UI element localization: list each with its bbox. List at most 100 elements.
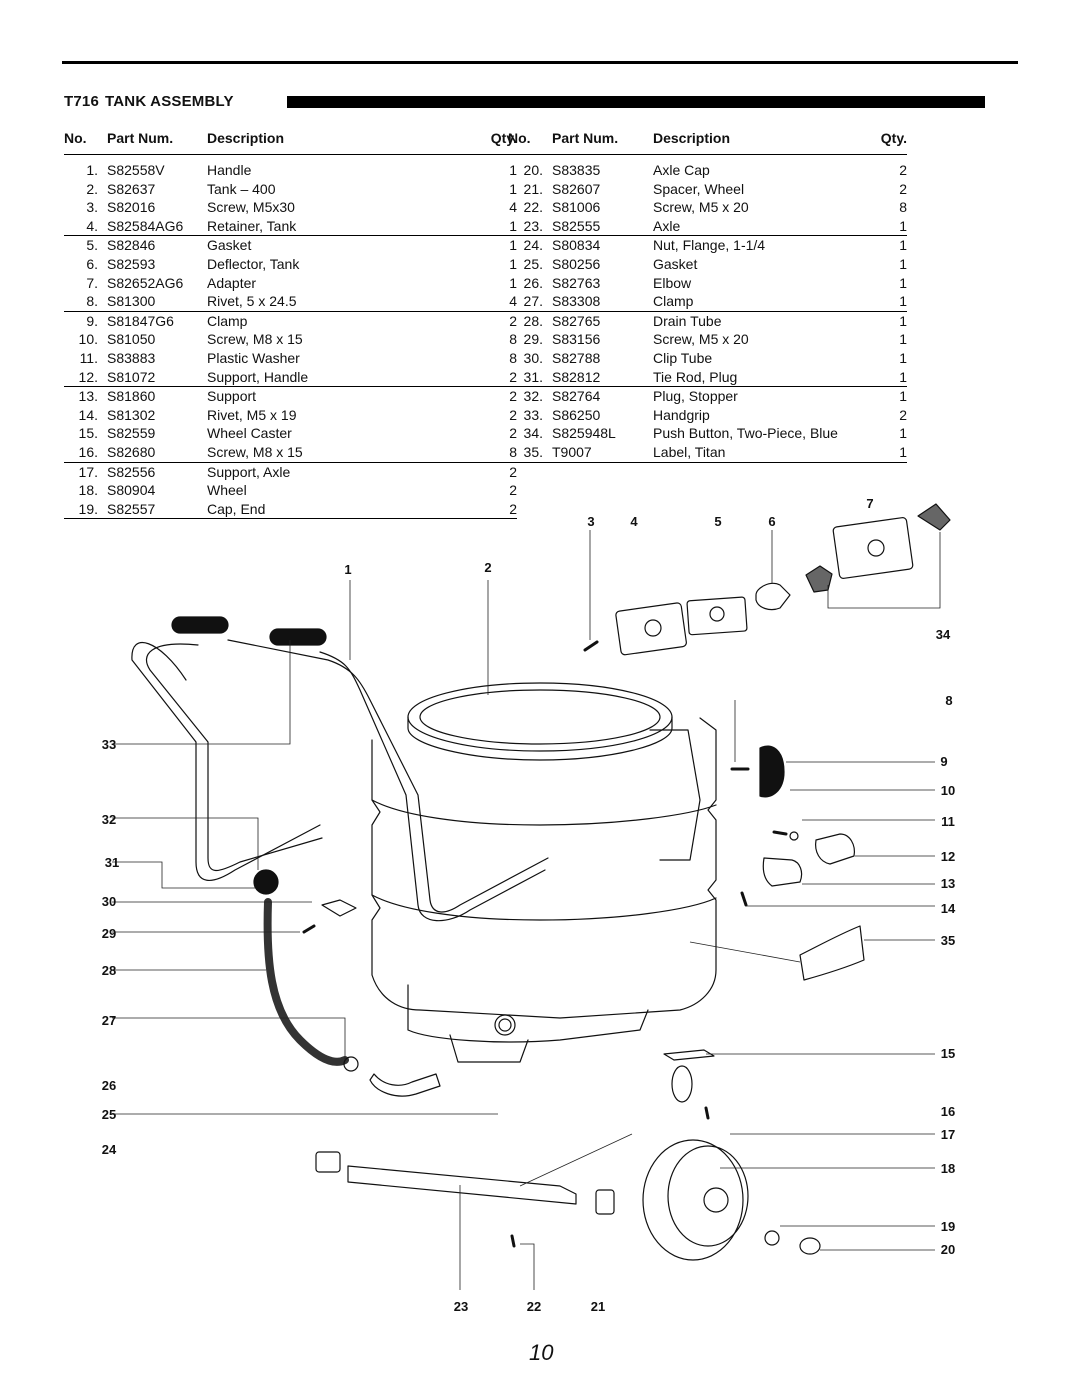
cell-no: 19.: [64, 499, 107, 520]
cell-part: S82556: [107, 463, 156, 480]
handgrip-right-icon: [269, 628, 327, 646]
cell-description: Elbow: [653, 274, 692, 291]
page-number: 10: [529, 1340, 554, 1365]
cell-part: S81302: [107, 406, 156, 423]
callout-label: 2: [484, 560, 491, 575]
tank-rim-icon: [407, 682, 673, 752]
callout-label: 17: [941, 1127, 955, 1142]
cell-description: Rivet, 5 x 24.5: [207, 292, 389, 312]
cell-part: S83308: [552, 292, 653, 312]
drain-port-icon: [494, 1014, 516, 1036]
callout-label: 13: [941, 876, 955, 891]
col-header-no: No.: [64, 126, 107, 155]
hose-clamp-icon: [343, 1056, 359, 1072]
callout-label: 19: [941, 1219, 955, 1234]
cell-no: 1.: [86, 162, 98, 178]
cell-description: Support, Axle: [207, 463, 291, 480]
cell-no: 4.: [64, 216, 107, 237]
cell-description: Spacer, Wheel: [653, 180, 745, 197]
cell-part: S83835: [552, 162, 601, 178]
cell-part: S82788: [552, 349, 601, 366]
cell-qty: 1: [509, 255, 517, 272]
callout-label: 30: [102, 894, 116, 909]
cell-part: S82763: [552, 274, 601, 291]
callout-label: 11: [941, 814, 955, 829]
callout-label: 24: [102, 1142, 117, 1157]
cell-part: S82765: [552, 312, 601, 329]
cell-part: S825948L: [552, 425, 616, 442]
callout-label: 1: [344, 562, 351, 577]
cell-part: S80904: [107, 482, 156, 499]
cell-no: 27.: [508, 292, 552, 312]
cell-qty: 1: [863, 367, 907, 388]
cell-part: S82652AG6: [107, 274, 184, 291]
elbow-icon: [369, 1073, 441, 1097]
title-bar: [287, 96, 985, 108]
cell-description: Screw, M8 x 15: [207, 331, 303, 348]
callout-label: 20: [941, 1242, 955, 1257]
cell-no: 7.: [86, 274, 98, 291]
col-header-qty: Qty.: [863, 126, 907, 155]
cell-part: S80256: [552, 255, 601, 272]
cell-qty: 2: [899, 406, 907, 423]
callout-label: 34: [936, 627, 951, 642]
cell-description: Wheel Caster: [207, 425, 292, 442]
screw-icon: [583, 640, 599, 652]
wheel-icon: [642, 1139, 744, 1261]
callout-label: 4: [630, 514, 638, 529]
cell-no: 15.: [78, 425, 98, 442]
cell-qty: 1: [899, 255, 907, 272]
cell-part: S81300: [107, 292, 207, 312]
cell-no: 24.: [523, 237, 543, 254]
callout-label: 33: [102, 737, 116, 752]
support-icon: [762, 857, 803, 887]
cell-description: Support: [207, 388, 257, 405]
cell-no: 13.: [78, 388, 98, 405]
cell-part: S81860: [107, 388, 156, 405]
cell-description: Axle Cap: [653, 162, 710, 178]
cell-no: 3.: [86, 199, 98, 216]
deflector-tank-icon: [755, 582, 791, 611]
support-handle-icon: [815, 833, 855, 865]
cell-qty: 1: [509, 180, 517, 197]
cell-part: S83156: [552, 331, 601, 348]
cell-description: Screw, M5x30: [207, 199, 295, 216]
cell-no: 21.: [523, 180, 543, 197]
callout-label: 3: [587, 514, 594, 529]
cell-part: S82680: [107, 442, 207, 463]
cell-description: Adapter: [207, 274, 257, 291]
cell-qty: 2: [899, 180, 907, 197]
callout-label: 23: [454, 1299, 468, 1314]
cell-description: Deflector, Tank: [207, 255, 300, 272]
axle-cap-icon: [799, 1237, 821, 1255]
cell-part: S81072: [107, 367, 207, 388]
cell-no: 8.: [64, 292, 107, 312]
cell-part: T9007: [552, 442, 653, 463]
callout-label: 7: [866, 496, 873, 511]
cell-part: S82584AG6: [107, 216, 207, 237]
cell-qty: 1: [899, 312, 907, 329]
cell-no: 12.: [64, 367, 107, 388]
cell-qty: 1: [899, 388, 907, 405]
cell-description: Gasket: [653, 255, 698, 272]
callout-label: 18: [941, 1161, 955, 1176]
